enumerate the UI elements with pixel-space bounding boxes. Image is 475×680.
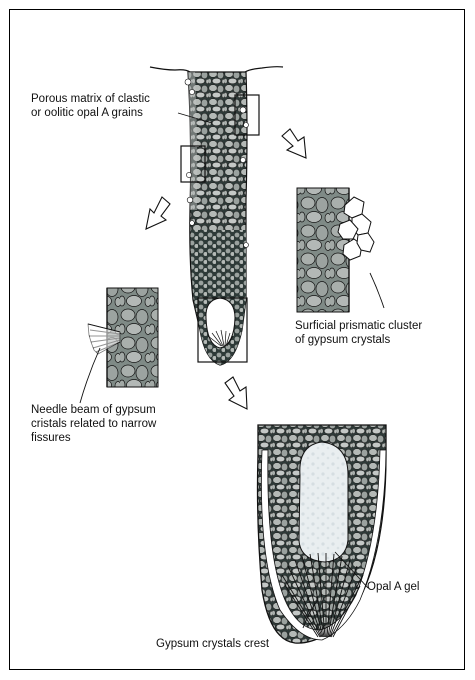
label-porous-matrix: Porous matrix of clastic or oolitic opal… — [31, 92, 150, 120]
label-gypsum-crest: Gypsum crystals crest — [156, 637, 269, 651]
label-gypsum-crest-line1: Gypsum crystals crest — [156, 637, 269, 651]
cluster-detail — [297, 188, 374, 312]
label-needle-beam-line1: Needle beam of gypsum — [31, 403, 156, 417]
label-opal-gel: Opal A gel — [367, 580, 419, 594]
leader-surficial-cluster — [370, 273, 384, 308]
label-porous-matrix-line1: Porous matrix of clastic — [31, 92, 150, 106]
arrow-to-terminal-detail — [225, 377, 247, 409]
arrow-to-cluster-detail — [282, 129, 306, 158]
terminal-detail — [258, 425, 387, 643]
label-needle-beam-line2: cristals related to narrow — [31, 417, 156, 431]
label-needle-beam-line3: fissures — [31, 431, 156, 445]
label-surficial-cluster: Surficial prismatic cluster of gypsum cr… — [295, 319, 422, 347]
label-surficial-cluster-line2: of gypsum crystals — [295, 333, 422, 347]
label-needle-beam: Needle beam of gypsum cristals related t… — [31, 403, 156, 445]
needle-detail — [88, 288, 158, 387]
label-opal-gel-line1: Opal A gel — [367, 580, 419, 594]
leader-needle-beam — [80, 348, 100, 403]
main-column — [150, 67, 283, 365]
label-surficial-cluster-line1: Surficial prismatic cluster — [295, 319, 422, 333]
arrow-to-needle-detail — [146, 197, 170, 229]
label-porous-matrix-line2: or oolitic opal A grains — [31, 106, 150, 120]
